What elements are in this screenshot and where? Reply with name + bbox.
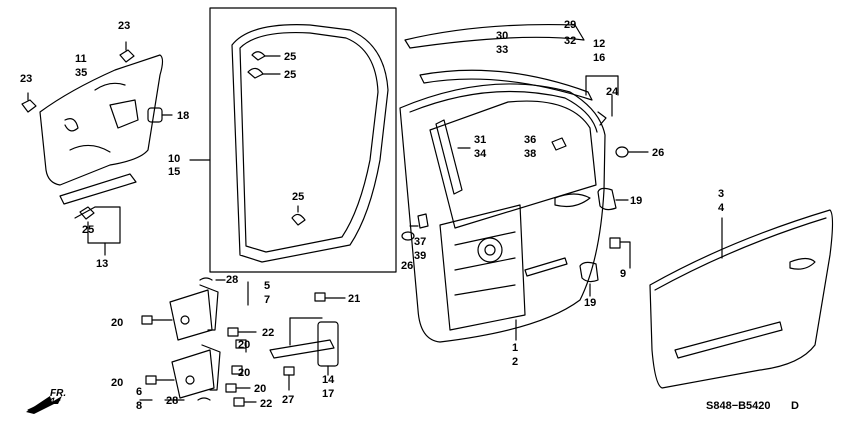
hinge-lower — [171, 344, 221, 399]
clip-25-weatherstrip-3 — [291, 205, 306, 226]
callout-25-a: 25 — [284, 51, 297, 63]
callout-28-upper: 28 — [226, 274, 239, 286]
bolt-9 — [609, 237, 631, 269]
callout-29: 29 — [564, 19, 577, 31]
callout-20-e: 20 — [254, 383, 267, 395]
fr-label: FR. — [50, 388, 67, 399]
callout-5: 5 — [264, 280, 271, 292]
weatherstrip-frame-box — [209, 7, 397, 273]
callout-19-upper: 19 — [630, 195, 643, 207]
callout-4: 4 — [718, 202, 725, 214]
callout-20-c: 20 — [238, 367, 251, 379]
fr-arrow — [26, 396, 62, 414]
door-cover-sheet — [39, 54, 164, 186]
sash-channel — [435, 119, 471, 195]
door-weatherstrip — [231, 24, 389, 263]
callout-34: 34 — [474, 148, 487, 160]
callout-3: 3 — [718, 188, 725, 200]
callout-11: 11 — [75, 53, 87, 65]
bolt-20-a — [141, 315, 173, 325]
upper-sash-molding — [404, 23, 585, 49]
bolt-21 — [314, 292, 346, 302]
bolt-22-a — [227, 327, 257, 337]
seal-36 — [551, 137, 567, 151]
callout-9: 9 — [620, 268, 627, 280]
callout-27: 27 — [282, 394, 295, 406]
callout-22-b: 22 — [260, 398, 273, 410]
bumper-19-upper — [597, 187, 629, 211]
bolt-20-c — [145, 375, 175, 385]
callout-37: 37 — [414, 236, 427, 248]
diagram-code: S848−B5420 — [706, 400, 771, 412]
callout-18: 18 — [177, 110, 190, 122]
grommet-18 — [147, 107, 173, 123]
outer-door-skin — [649, 209, 834, 389]
callout-33: 33 — [496, 44, 509, 56]
callout-25-c: 25 — [292, 191, 305, 203]
callout-32: 32 — [564, 35, 577, 47]
callout-17: 17 — [322, 388, 335, 400]
molding-end — [597, 111, 607, 126]
sash-molding — [419, 69, 593, 101]
door-checker — [269, 317, 339, 367]
callout-26-lower: 26 — [401, 260, 414, 272]
callout-19-lower: 19 — [584, 297, 597, 309]
callout-12: 12 — [593, 38, 606, 50]
clip-25-weatherstrip-2 — [247, 67, 281, 79]
clip-23-left — [21, 92, 37, 113]
hinge-upper — [169, 284, 219, 341]
bolt-22-b — [233, 397, 257, 407]
clip-25-weatherstrip-1 — [251, 51, 281, 61]
callout-26-upper: 26 — [652, 147, 665, 159]
bolt-20-b — [235, 339, 247, 353]
callout-1: 1 — [512, 342, 519, 354]
callout-6: 6 — [136, 386, 143, 398]
o-ring-26-upper — [615, 146, 629, 158]
callout-22-a: 22 — [262, 327, 275, 339]
bolt-27 — [283, 366, 295, 391]
callout-21: 21 — [348, 293, 361, 305]
bumper-19-lower — [579, 261, 599, 297]
o-ring-26-lower — [401, 231, 415, 241]
callout-39: 39 — [414, 250, 427, 262]
callout-23-left: 23 — [20, 73, 33, 85]
callout-31: 31 — [474, 134, 487, 146]
callout-36: 36 — [524, 134, 537, 146]
callout-13: 13 — [96, 258, 109, 270]
bolt-20-d — [225, 383, 251, 393]
lower-strip-13 — [59, 173, 137, 256]
callout-20-d: 20 — [111, 377, 124, 389]
callout-35: 35 — [75, 67, 88, 79]
revision-letter: D — [791, 400, 799, 412]
callout-14: 14 — [322, 374, 335, 386]
callout-20-a: 20 — [111, 317, 124, 329]
callout-38: 38 — [524, 148, 537, 160]
callout-28-lower: 28 — [166, 395, 179, 407]
callout-2: 2 — [512, 356, 519, 368]
callout-16: 16 — [593, 52, 606, 64]
callout-20-b: 20 — [238, 339, 251, 351]
callout-24: 24 — [606, 86, 619, 98]
bolt-20-e — [231, 365, 243, 375]
callout-23-upper: 23 — [118, 20, 131, 32]
rear-door-assembly — [399, 83, 606, 343]
callout-25-b: 25 — [284, 69, 297, 81]
callout-10: 10 — [168, 153, 181, 165]
callout-15: 15 — [168, 166, 181, 178]
callout-30: 30 — [496, 30, 509, 42]
callout-25-lower-strip: 25 — [82, 224, 95, 236]
callout-7: 7 — [264, 294, 271, 306]
clip-23-upper — [119, 41, 135, 63]
callout-8: 8 — [136, 400, 143, 412]
part-37 — [417, 213, 429, 229]
